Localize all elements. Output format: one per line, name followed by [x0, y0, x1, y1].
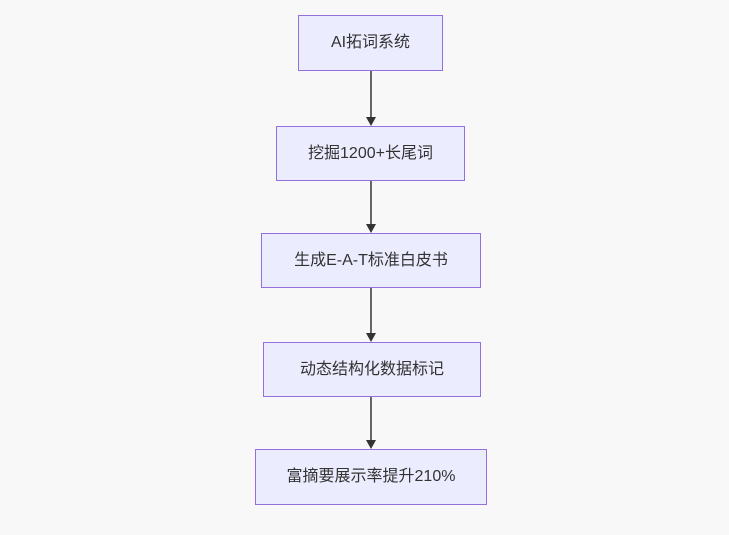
node-dynamic-structured-data-markup: 动态结构化数据标记: [263, 342, 481, 397]
edge-arrowhead-4: [366, 440, 376, 449]
node-ai-expansion-system: AI拓词系统: [298, 15, 443, 71]
edge-arrowhead-1: [366, 117, 376, 126]
edge-line-3: [370, 288, 372, 333]
edge-line-1: [370, 71, 372, 117]
node-rich-snippet-rate-result: 富摘要展示率提升210%: [255, 449, 487, 505]
node-longtail-keyword-mining: 挖掘1200+长尾词: [276, 126, 465, 181]
edge-line-2: [370, 181, 372, 224]
node-eat-whitepaper-generation: 生成E-A-T标准白皮书: [261, 233, 481, 288]
edge-line-4: [370, 397, 372, 440]
edge-arrowhead-2: [366, 224, 376, 233]
edge-arrowhead-3: [366, 333, 376, 342]
